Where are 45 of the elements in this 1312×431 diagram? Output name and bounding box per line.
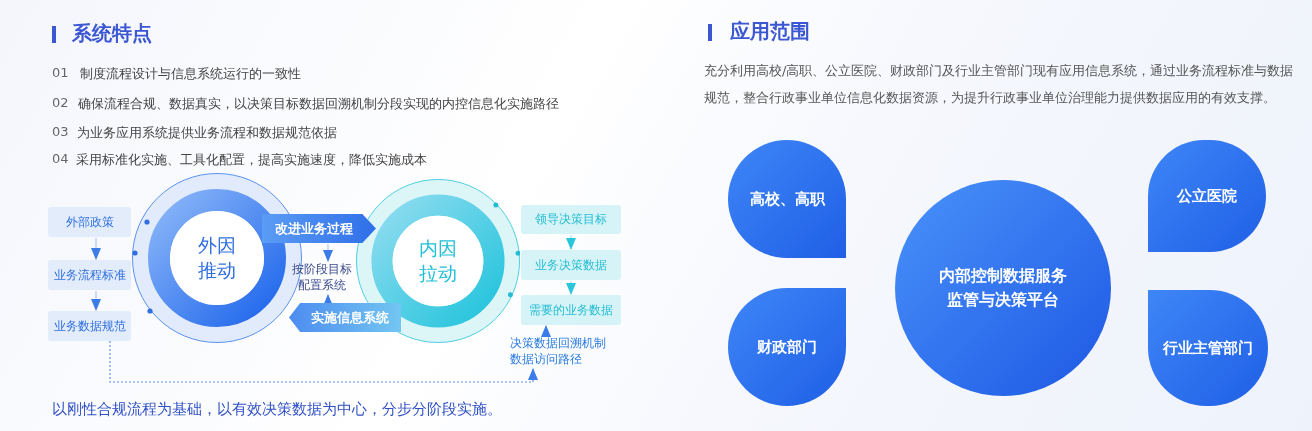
node-label: 业务流程标准 bbox=[53, 266, 126, 284]
arrow bbox=[566, 234, 576, 250]
step-card bbox=[521, 205, 621, 234]
note-text: 按阶段目标配置系统 bbox=[290, 262, 354, 294]
node-label: 公立医院 bbox=[1177, 186, 1237, 206]
list-number: 03 bbox=[52, 124, 69, 139]
list-number: 01 bbox=[52, 65, 69, 80]
note-text: 决策数据回溯机制数据访问路径 bbox=[510, 335, 614, 368]
section-heading: 系统特点 bbox=[72, 20, 152, 47]
step-card bbox=[48, 260, 131, 290]
node-label: 业务决策数据 bbox=[535, 256, 607, 274]
arrow bbox=[541, 325, 551, 337]
node-label: 改进业务过程 bbox=[275, 219, 353, 238]
node-label: 领导决策目标 bbox=[535, 211, 607, 228]
step-card bbox=[48, 207, 131, 237]
dotted-connector bbox=[109, 340, 538, 383]
node-label: 财政部门 bbox=[757, 337, 817, 357]
list-item: 采用标准化实施、工具化配置，提高实施速度，降低实施成本 bbox=[76, 151, 427, 169]
description-paragraph: 充分利用高校/高职、公立医院、财政部门及行业主管部门现有应用信息系统，通过业务流程标准与数据规范，整合行政事业单位信息化数据资源，为提升行政事业单位治理能力提供数据应用的有效支撑。 bbox=[704, 62, 1295, 107]
ring-label: 外因推动 bbox=[197, 233, 237, 283]
list-item: 为业务应用系统提供业务流程和数据规范依据 bbox=[77, 124, 337, 142]
node-label: 外部政策 bbox=[65, 213, 114, 231]
list-item: 确保流程合规、数据真实，以决策目标数据回溯机制分段实现的内控信息化实施路径 bbox=[78, 95, 559, 113]
step-card bbox=[48, 311, 131, 341]
list-item: 制度流程设计与信息系统运行的一致性 bbox=[80, 65, 301, 83]
arrow-banner bbox=[262, 214, 376, 243]
step-card bbox=[521, 250, 621, 280]
arrow bbox=[91, 237, 101, 260]
arrow bbox=[566, 280, 576, 295]
arrow bbox=[91, 290, 101, 311]
node-label: 业务数据规范 bbox=[53, 317, 126, 335]
node-label: 需要的业务数据 bbox=[529, 301, 613, 319]
summary-text: 以刚性合规流程为基础，以有效决策数据为中心，分步分阶段实施。 bbox=[52, 400, 502, 419]
node-label: 高校、高职 bbox=[749, 189, 825, 209]
list-number: 02 bbox=[52, 95, 69, 110]
arrow-banner bbox=[289, 303, 401, 332]
section-heading: 应用范围 bbox=[730, 18, 810, 45]
arrow bbox=[323, 294, 333, 306]
step-card bbox=[521, 295, 621, 325]
list-number: 04 bbox=[52, 151, 69, 166]
node-label: 实施信息系统 bbox=[311, 308, 389, 327]
node-label: 内部控制数据服务监管与决策平台 bbox=[938, 265, 1068, 311]
node-label: 行业主管部门 bbox=[1163, 338, 1253, 358]
ring-label: 内因拉动 bbox=[418, 236, 458, 286]
arrow bbox=[323, 243, 333, 262]
